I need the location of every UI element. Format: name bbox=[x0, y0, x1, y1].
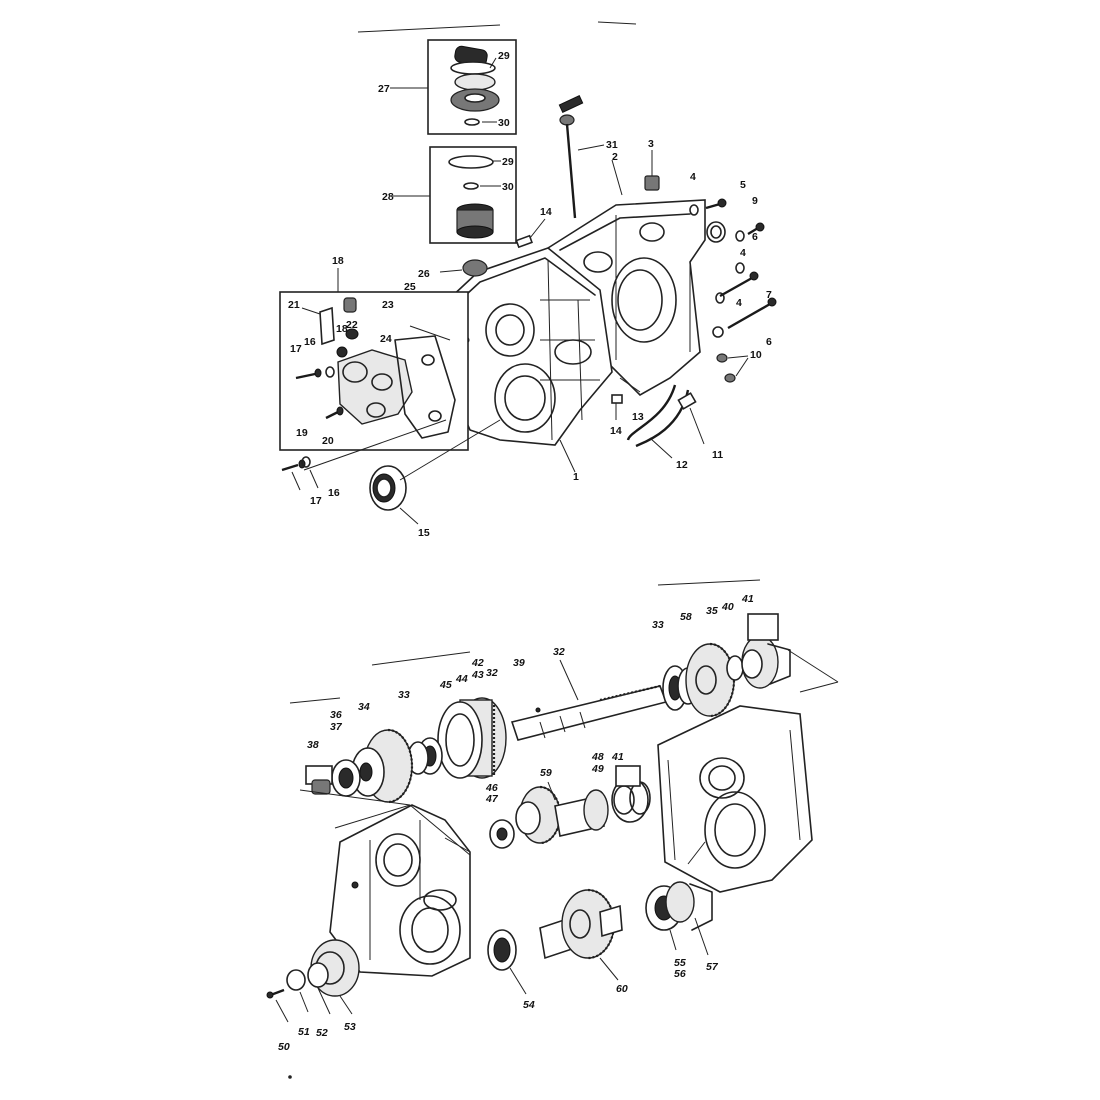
label-3: 3 bbox=[648, 138, 654, 150]
label-1: 1 bbox=[573, 471, 579, 483]
bottom-labels: 32 32 33 33 34 35 36 37 38 39 40 41 41 4… bbox=[278, 593, 754, 1053]
label-36: 36 bbox=[330, 709, 342, 721]
label-4c: 4 bbox=[736, 297, 742, 309]
label-14a: 14 bbox=[540, 206, 552, 218]
label-50: 50 bbox=[278, 1041, 290, 1053]
label-34: 34 bbox=[358, 701, 370, 713]
label-16b: 16 bbox=[328, 487, 340, 499]
label-12: 12 bbox=[676, 459, 688, 471]
label-56: 56 bbox=[674, 968, 686, 980]
label-55: 55 bbox=[674, 957, 686, 969]
label-22: 22 bbox=[346, 319, 358, 331]
label-54: 54 bbox=[523, 999, 535, 1011]
label-2: 2 bbox=[612, 151, 618, 163]
top-labels: 1 2 3 4 4 4 5 6 6 7 9 10 11 12 13 14 14 … bbox=[288, 50, 772, 539]
label-51: 51 bbox=[298, 1026, 310, 1038]
label-10: 10 bbox=[750, 349, 762, 361]
filter-kit-28 bbox=[429, 146, 517, 244]
front-case-1 bbox=[447, 247, 613, 473]
label-44: 44 bbox=[455, 673, 468, 685]
output-gear-60 bbox=[539, 888, 623, 981]
label-58: 58 bbox=[680, 611, 692, 623]
label-40: 40 bbox=[721, 601, 734, 613]
output-gears-right bbox=[662, 613, 839, 718]
bearing-55-56 bbox=[645, 881, 713, 956]
label-21: 21 bbox=[288, 299, 300, 311]
oil-pump-assembly-18 bbox=[279, 268, 469, 451]
label-29a: 29 bbox=[498, 50, 510, 62]
label-43: 43 bbox=[471, 669, 484, 681]
label-5: 5 bbox=[740, 179, 746, 191]
label-9: 9 bbox=[752, 195, 758, 207]
label-45: 45 bbox=[439, 679, 452, 691]
label-6a: 6 bbox=[752, 231, 758, 243]
label-49: 49 bbox=[591, 763, 604, 775]
label-35: 35 bbox=[706, 605, 718, 617]
label-30a: 30 bbox=[498, 117, 510, 129]
label-28: 28 bbox=[382, 191, 394, 203]
rear-housing-bottom bbox=[657, 705, 813, 893]
gear-34 bbox=[351, 728, 414, 804]
label-24: 24 bbox=[380, 333, 392, 345]
label-13: 13 bbox=[632, 411, 644, 423]
label-47: 47 bbox=[485, 793, 499, 805]
label-60: 60 bbox=[616, 983, 628, 995]
label-27: 27 bbox=[378, 83, 390, 95]
label-18b: 18 bbox=[336, 323, 348, 335]
label-17a: 17 bbox=[290, 343, 302, 355]
label-33b: 33 bbox=[652, 619, 664, 631]
right-fasteners bbox=[689, 198, 777, 383]
label-4b: 4 bbox=[740, 247, 746, 259]
label-59: 59 bbox=[540, 767, 552, 779]
label-25: 25 bbox=[404, 281, 416, 293]
clutch-pack bbox=[437, 697, 507, 779]
label-42: 42 bbox=[471, 657, 484, 669]
label-11: 11 bbox=[712, 449, 723, 461]
label-41b: 41 bbox=[611, 751, 624, 763]
front-case-bottom bbox=[329, 804, 471, 977]
label-4a: 4 bbox=[690, 171, 696, 183]
label-17b: 17 bbox=[310, 495, 322, 507]
cover-and-seal bbox=[266, 939, 360, 1023]
label-53: 53 bbox=[344, 1021, 356, 1033]
label-14b: 14 bbox=[610, 425, 622, 437]
label-32b: 32 bbox=[486, 667, 498, 679]
label-52: 52 bbox=[316, 1027, 328, 1039]
bearing-33-left bbox=[407, 737, 443, 775]
label-29b: 29 bbox=[502, 156, 514, 168]
top-assembly bbox=[279, 21, 777, 525]
label-7: 7 bbox=[766, 289, 772, 301]
label-39: 39 bbox=[513, 657, 525, 669]
oil-seal-15 bbox=[369, 419, 501, 525]
label-31: 31 bbox=[606, 139, 618, 151]
bottom-assembly bbox=[266, 579, 839, 1023]
label-15: 15 bbox=[418, 527, 430, 539]
label-37: 37 bbox=[330, 721, 343, 733]
label-26: 26 bbox=[418, 268, 430, 280]
hose-12 bbox=[626, 384, 705, 459]
breather-3 bbox=[644, 150, 660, 191]
label-18a: 18 bbox=[332, 255, 344, 267]
label-20: 20 bbox=[322, 435, 334, 447]
label-38: 38 bbox=[307, 739, 319, 751]
label-57: 57 bbox=[706, 961, 719, 973]
label-46: 46 bbox=[485, 782, 498, 794]
countershaft-59 bbox=[515, 765, 651, 845]
label-41a: 41 bbox=[741, 593, 754, 605]
label-32a: 32 bbox=[553, 646, 565, 658]
dipstick-31 bbox=[558, 95, 605, 219]
label-16a: 16 bbox=[304, 336, 316, 348]
label-30b: 30 bbox=[502, 181, 514, 193]
label-6b: 6 bbox=[766, 336, 772, 348]
label-48: 48 bbox=[591, 751, 604, 763]
mainshaft-32 bbox=[510, 659, 668, 741]
label-23: 23 bbox=[382, 299, 394, 311]
label-19: 19 bbox=[296, 427, 308, 439]
filler-cap-kit-27 bbox=[427, 39, 517, 135]
label-33a: 33 bbox=[398, 689, 410, 701]
bearing-38 bbox=[305, 765, 333, 795]
